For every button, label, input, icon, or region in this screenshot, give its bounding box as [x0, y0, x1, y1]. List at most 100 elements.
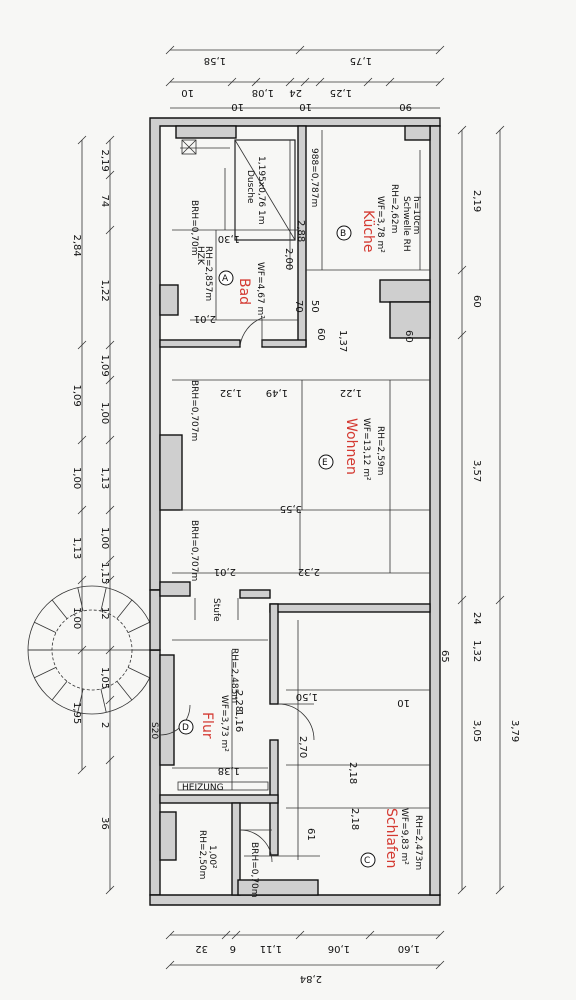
dimension-tick [315, 77, 325, 87]
bottom-dim-label: 32 [195, 943, 208, 954]
dimension-tick [105, 555, 115, 565]
bottom-dim-label: 1,11 [260, 943, 282, 954]
dimension-tick [165, 45, 175, 55]
left-outer-dim-label: 1,00 [71, 607, 82, 629]
interior-dim-label: 2,01 [194, 313, 216, 324]
dimension-tick [457, 265, 467, 275]
wc-dim: 1,00² [207, 845, 217, 869]
left-dim-label: 12 [99, 607, 110, 620]
left-dim-label: 1,15 [99, 562, 110, 584]
dimension-tick [231, 930, 241, 940]
dimension-tick [300, 77, 310, 87]
top-dim-label: 1,58 [204, 55, 226, 66]
left-outer-dim-label: 1,09 [71, 385, 82, 407]
dimension-tick [105, 505, 115, 515]
room-schlafen: C Schlafen WF=9,83 m² RH=2,473m [360, 808, 423, 870]
brh-note-3: BRH=0,70m [189, 200, 199, 256]
dimension-tick [457, 125, 467, 135]
dimension-tick [295, 45, 305, 55]
left-dim-label: 1,00 [99, 402, 110, 424]
dimension-tick [385, 77, 395, 87]
top-dim-label: 1,08 [252, 87, 274, 98]
bottom-dim-label: 6 [230, 943, 236, 954]
bottom-dim-label: 2,84 [300, 973, 322, 984]
right-dim-label: 1,32 [471, 640, 482, 662]
heizung-label: HEIZUNG [182, 783, 224, 793]
left-outer-dim-label: 1,95 [71, 702, 82, 724]
dimension-tick [221, 930, 231, 940]
top-dim-label: 90 [399, 101, 412, 112]
interior-dim-label: 10 [397, 697, 410, 708]
right-dim-label: 2,19 [471, 190, 482, 212]
dimension-tick [105, 755, 115, 765]
room-height-flur: RH=2,485m [229, 648, 239, 703]
room-area-bad: WF=4,67 m² [255, 262, 265, 319]
interior-dim-label: 2,01 [214, 566, 236, 577]
left-dim-label: 1,00 [99, 527, 110, 549]
interior-dim-label: 61 [305, 828, 316, 841]
interior-dim-label: 1,30 [218, 233, 240, 244]
dimension-tick [365, 930, 375, 940]
dimension-tick [105, 695, 115, 705]
left-dim-label: 2,19 [99, 150, 110, 172]
room-area-schlafen: WF=9,83 m² [399, 808, 409, 865]
dim-988-note: 988=0,787m [309, 148, 319, 207]
dimension-tick [105, 340, 115, 350]
top-dim-label: 10 [231, 101, 244, 112]
room-letter-a: A [222, 274, 229, 284]
dimension-tick [77, 765, 87, 775]
interior-dim-label: 2,70 [297, 736, 308, 758]
parapet-notes: BRH=0,707m BRH=0,707m BRH=0,70m BRH=0,70… [149, 148, 319, 898]
dimension-tick [363, 77, 373, 87]
dimension-tick [105, 435, 115, 445]
dimension-tick [105, 225, 115, 235]
dimension-tick [435, 960, 445, 970]
dimension-tick [295, 930, 305, 940]
step: Stufe [194, 598, 239, 622]
room-wohnen: E Wohnen WF=13,12 m² RH=2,59m [318, 418, 385, 481]
interior-dim-label: 50 [309, 300, 320, 313]
dimension-tick [77, 340, 87, 350]
room-letter-b: B [340, 229, 346, 239]
dimension-tick [457, 885, 467, 895]
brh-note-1: BRH=0,707m [189, 380, 199, 441]
kueche-note-1: Schwelle RH [401, 196, 411, 252]
top-dim-label: 24 [289, 87, 302, 98]
interior-dim-label: 60 [315, 328, 326, 341]
dimension-tick [457, 595, 467, 605]
room-bad: A Bad WF=4,67 m² RH=2,857m HZK [195, 246, 265, 319]
shower: Dusche 1,195x0,76 1m [181, 139, 296, 241]
dimension-tick [165, 930, 175, 940]
room-height-wohnen: RH=2,59m [375, 426, 385, 475]
room-letter-d: D [182, 723, 189, 733]
interior-dim-label: 2,00 [283, 248, 294, 270]
stufe-label: Stufe [211, 598, 221, 622]
room-name-wohnen: Wohnen [343, 418, 359, 475]
room-height-bad: RH=2,857m [203, 246, 213, 301]
room-height-schlafen: RH=2,473m [413, 815, 423, 870]
top-dim-label: 10 [299, 101, 312, 112]
left-dim-label: 1,22 [99, 280, 110, 302]
dimension-tick [435, 77, 445, 87]
interior-dim-label: 1,32 [220, 387, 242, 398]
dimension-tick [435, 930, 445, 940]
interior-dim-label: 1,38 [218, 765, 240, 776]
dimension-tick [105, 375, 115, 385]
dimension-tick [435, 45, 445, 55]
dusche-label: Dusche [245, 170, 255, 204]
dimension-tick [77, 505, 87, 515]
dimension-tick [105, 645, 115, 655]
interior-dim-label: 2,88 [295, 220, 306, 242]
interior-dim-label: 1,49 [266, 387, 288, 398]
interior-dim-label: 1,16 [233, 710, 244, 732]
left-dim-label: 2 [99, 722, 110, 728]
left-dim-label: 36 [99, 817, 110, 830]
interior-dim-label: 2,32 [298, 566, 320, 577]
room-letter-c: C [364, 856, 370, 866]
dimension-tick [251, 77, 261, 87]
